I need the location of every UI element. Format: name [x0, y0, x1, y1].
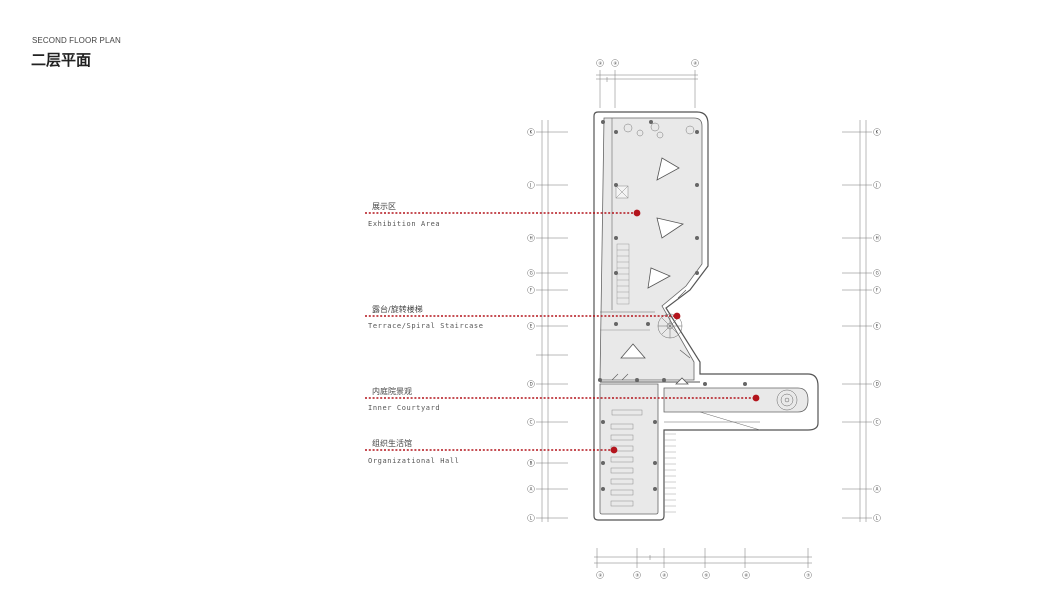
right-grid-label: G: [876, 271, 879, 276]
right-grid-label: F: [876, 288, 879, 293]
left-grid-label: K: [530, 130, 533, 135]
top-dimension-lines: [596, 59, 699, 108]
left-grid-label: A: [530, 487, 533, 492]
right-grid-label: C: [876, 420, 879, 425]
callout-terrace-spiral-staircase: 露台/旋转楼梯 Terrace/Spiral Staircase: [365, 304, 681, 330]
right-grid-label: A: [876, 487, 879, 492]
callout-label-cn: 内庭院景观: [372, 386, 412, 396]
east-wing-floor: [663, 387, 809, 413]
interior-stair: [616, 243, 630, 305]
door-swings: [611, 289, 691, 381]
spiral-staircase: [657, 313, 683, 339]
plan-title: 二层平面: [31, 52, 92, 69]
right-grid-label: H: [876, 236, 879, 241]
bottom-grid-label: ⑤: [705, 573, 709, 578]
callout-label-en: Organizational Hall: [368, 457, 459, 465]
left-grid-label: E: [530, 324, 533, 329]
callout-label-en: Terrace/Spiral Staircase: [368, 322, 484, 330]
left-grid-label: L: [530, 516, 533, 521]
structural-columns: [598, 120, 747, 491]
right-grid-label: J: [875, 183, 877, 188]
bottom-dimension-lines: [594, 548, 812, 579]
left-grid-label: C: [530, 420, 533, 425]
left-grid-label: D: [530, 382, 533, 387]
left-grid-label: H: [530, 236, 533, 241]
callout-organizational-hall: 组织生活馆 Organizational Hall: [365, 438, 618, 465]
top-grid-label: ①: [599, 61, 603, 66]
courtyard-round-feature: [776, 389, 798, 411]
elevator-shaft: [615, 185, 629, 199]
bottom-grid-label: ③: [636, 573, 640, 578]
right-grid-label: L: [876, 516, 879, 521]
hall-seating: [610, 409, 643, 507]
top-grid-label: ④: [694, 61, 698, 66]
callout-exhibition-area: 展示区 Exhibition Area: [365, 202, 641, 228]
left-grid-label: G: [530, 271, 533, 276]
planter-icons: [623, 122, 695, 139]
left-dimension-lines: [527, 120, 568, 522]
right-dimension-lines: [842, 120, 881, 522]
bottom-grid-label: ⑥: [745, 573, 749, 578]
exhibition-plinths: [620, 157, 689, 385]
exterior-stair: [664, 433, 676, 513]
left-grid-label: B: [530, 461, 533, 466]
callout-label-cn: 露台/旋转楼梯: [372, 304, 423, 314]
right-grid-label: E: [876, 324, 879, 329]
bottom-grid-label: ⑦: [807, 573, 811, 578]
right-grid-label: K: [876, 130, 879, 135]
south-hall-floor: [599, 383, 659, 515]
bottom-grid-label: ①: [599, 573, 603, 578]
left-grid-label: J: [529, 183, 531, 188]
right-grid-label: D: [876, 382, 879, 387]
callout-label-cn: 组织生活馆: [372, 438, 412, 448]
floor-area: [599, 117, 703, 381]
building-footprint: [593, 111, 819, 521]
plan-subtitle: SECOND FLOOR PLAN: [32, 36, 121, 45]
callout-label-en: Exhibition Area: [368, 220, 440, 228]
callout-label-cn: 展示区: [372, 202, 396, 211]
top-grid-label: ②: [614, 61, 618, 66]
bottom-grid-label: ④: [663, 573, 667, 578]
callout-inner-courtyard: 内庭院景观 Inner Courtyard: [365, 386, 760, 412]
left-grid-label: F: [530, 288, 533, 293]
callout-label-en: Inner Courtyard: [368, 404, 440, 412]
